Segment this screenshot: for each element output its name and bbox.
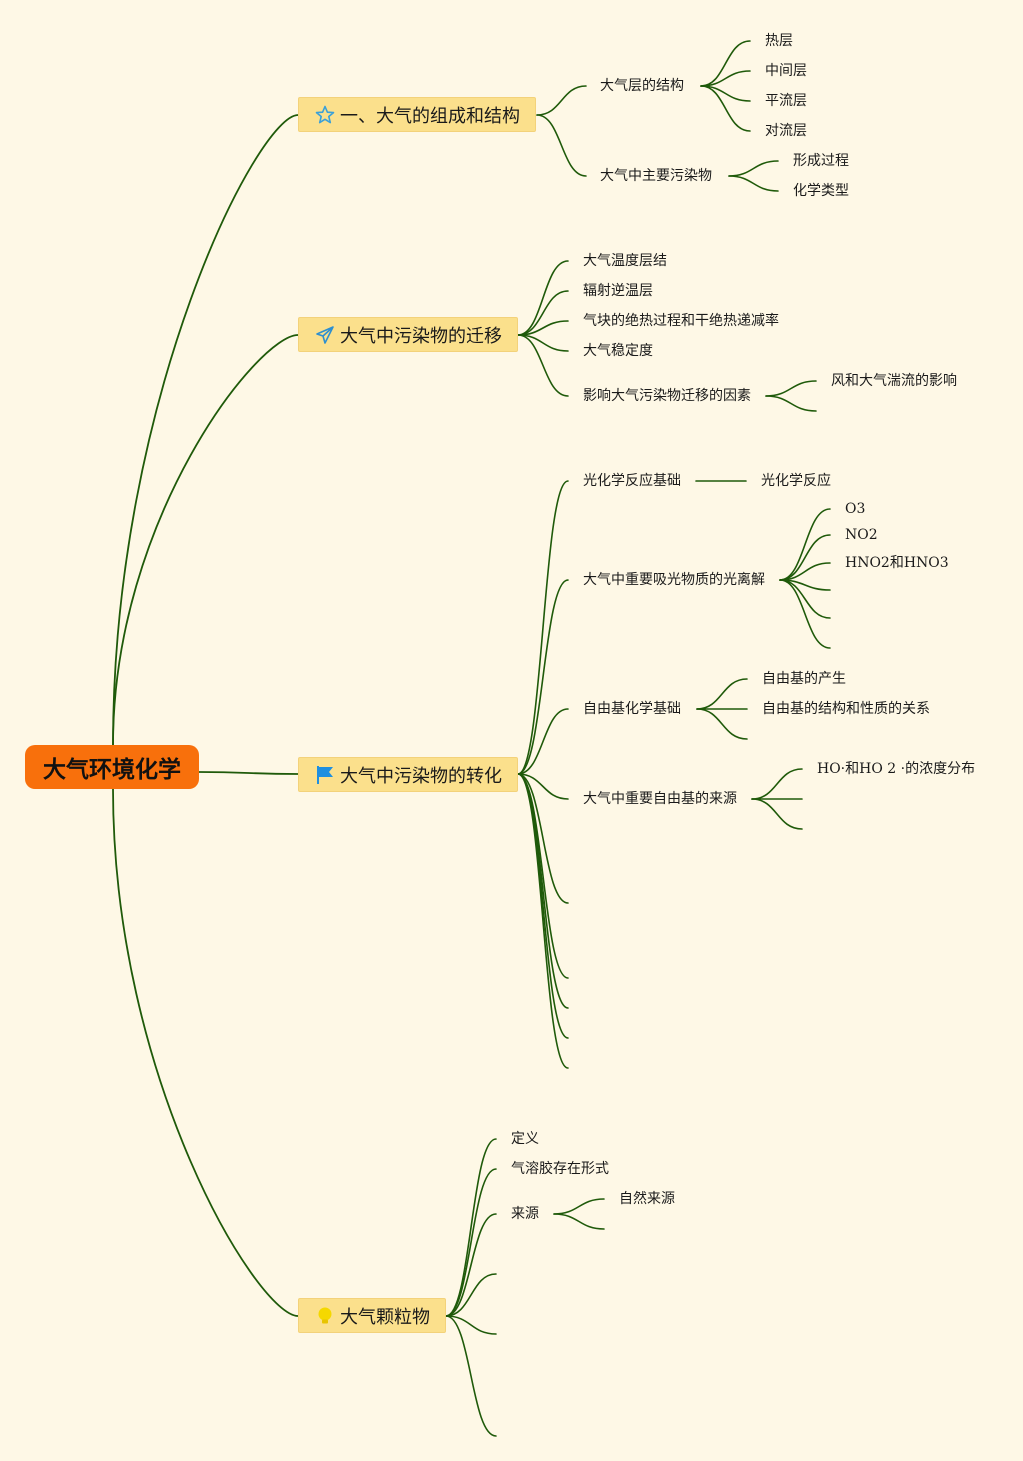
paper-plane-icon <box>315 325 335 345</box>
link-t3-sub-3 <box>517 708 569 775</box>
link-root-topic-2 <box>112 334 299 746</box>
subtopic-free-radical-basics[interactable]: 自由基化学基础 <box>583 701 681 717</box>
leaf-formation-process[interactable]: 形成过程 <box>793 153 849 169</box>
subtopic-main-pollutants[interactable]: 大气中主要污染物 <box>600 168 712 184</box>
leaf-wind-turbulence[interactable]: 风和大气湍流的影响 <box>831 373 957 389</box>
link-t3-sub-4 <box>517 773 569 800</box>
leaf-o3[interactable]: O3 <box>845 501 866 517</box>
subtopic-atmospheric-stability[interactable]: 大气稳定度 <box>583 343 653 359</box>
flag-icon <box>315 765 335 785</box>
link-t1-structure <box>536 85 587 116</box>
topic-node-particulates[interactable]: 大气颗粒物 <box>298 1298 446 1333</box>
link-pollutants-leaf-2 <box>728 175 779 192</box>
link-t2-sub-1 <box>517 260 569 336</box>
leaf-radical-generation[interactable]: 自由基的产生 <box>762 671 846 687</box>
link-radical-leaf-1 <box>696 678 748 710</box>
link-factors-leaf-1 <box>765 380 817 397</box>
subtopic-migration-factors[interactable]: 影响大气污染物迁移的因素 <box>583 388 751 404</box>
leaf-mesosphere[interactable]: 中间层 <box>765 63 807 79</box>
subtopic-radical-sources[interactable]: 大气中重要自由基的来源 <box>583 791 737 807</box>
topic-label: 大气颗粒物 <box>340 1306 430 1328</box>
root-node[interactable]: 大气环境化学 <box>25 745 199 789</box>
subtopic-radiation-inversion[interactable]: 辐射逆温层 <box>583 283 653 299</box>
root-label: 大气环境化学 <box>43 757 181 783</box>
link-photodiss-leaf-6 <box>779 579 831 649</box>
subtopic-photodissociation[interactable]: 大气中重要吸光物质的光离解 <box>583 572 765 588</box>
link-t3-sub-9 <box>517 773 569 1069</box>
topic-label: 大气中污染物的转化 <box>340 765 502 787</box>
leaf-chemical-type[interactable]: 化学类型 <box>793 183 849 199</box>
link-t1-pollutants <box>536 114 587 177</box>
link-structure-leaf-1 <box>700 40 751 87</box>
link-t4-source-leaf-1 <box>553 1198 605 1215</box>
topic-node-transformation[interactable]: 大气中污染物的转化 <box>298 757 518 792</box>
topic-label: 大气中污染物的迁移 <box>340 325 502 347</box>
leaf-hno2-hno3[interactable]: HNO2和HNO3 <box>845 555 949 571</box>
leaf-photochemical-reaction[interactable]: 光化学反应 <box>761 473 831 489</box>
link-root-topic-4 <box>112 788 299 1317</box>
subtopic-adiabatic-lapse-rate[interactable]: 气块的绝热过程和干绝热递减率 <box>583 313 779 329</box>
link-t4-source-leaf-2 <box>553 1213 605 1230</box>
topic-node-migration[interactable]: 大气中污染物的迁移 <box>298 317 518 352</box>
link-sources-leaf-1 <box>751 768 803 800</box>
link-sources-leaf-3 <box>751 798 803 830</box>
leaf-radical-structure-property[interactable]: 自由基的结构和性质的关系 <box>762 701 930 717</box>
link-pollutants-leaf-1 <box>728 160 779 177</box>
link-structure-leaf-4 <box>700 85 751 132</box>
link-root-topic-1 <box>112 114 299 746</box>
leaf-no2[interactable]: NO2 <box>845 527 878 543</box>
link-t3-sub-1 <box>517 480 569 775</box>
lightbulb-icon <box>315 1306 335 1326</box>
subtopic-temperature-stratification[interactable]: 大气温度层结 <box>583 253 667 269</box>
leaf-troposphere[interactable]: 对流层 <box>765 123 807 139</box>
link-t4-sub-4 <box>445 1273 497 1317</box>
subtopic-sources[interactable]: 来源 <box>511 1206 539 1222</box>
link-t4-sub-3 <box>445 1213 497 1317</box>
topic-label: 一、大气的组成和结构 <box>340 105 520 127</box>
link-t2-sub-2 <box>517 290 569 336</box>
leaf-thermosphere[interactable]: 热层 <box>765 33 793 49</box>
link-t4-sub-6 <box>445 1315 497 1437</box>
subtopic-definition[interactable]: 定义 <box>511 1131 539 1147</box>
link-t2-sub-5 <box>517 334 569 397</box>
subtopic-photochemistry-basics[interactable]: 光化学反应基础 <box>583 473 681 489</box>
link-photodiss-leaf-1 <box>779 508 831 581</box>
link-t4-sub-1 <box>445 1138 497 1317</box>
link-t3-sub-6 <box>517 773 569 979</box>
leaf-natural-sources[interactable]: 自然来源 <box>619 1191 675 1207</box>
topic-node-composition-structure[interactable]: 一、大气的组成和结构 <box>298 97 536 132</box>
link-t4-sub-2 <box>445 1168 497 1317</box>
leaf-stratosphere[interactable]: 平流层 <box>765 93 807 109</box>
star-icon <box>315 105 335 125</box>
link-photodiss-leaf-2 <box>779 534 831 581</box>
link-t3-sub-5 <box>517 773 569 904</box>
link-t2-sub-4 <box>517 334 569 352</box>
link-radical-leaf-3 <box>696 708 748 740</box>
link-factors-leaf-2 <box>765 395 817 412</box>
link-t3-sub-2 <box>517 579 569 775</box>
link-t3-sub-7 <box>517 773 569 1009</box>
subtopic-atmosphere-structure[interactable]: 大气层的结构 <box>600 78 684 94</box>
link-t4-sub-5 <box>445 1315 497 1335</box>
link-root-topic-3 <box>198 771 299 775</box>
subtopic-aerosol-forms[interactable]: 气溶胶存在形式 <box>511 1161 609 1177</box>
leaf-ho-concentration[interactable]: HO·和HO 2 ·的浓度分布 <box>817 761 976 777</box>
